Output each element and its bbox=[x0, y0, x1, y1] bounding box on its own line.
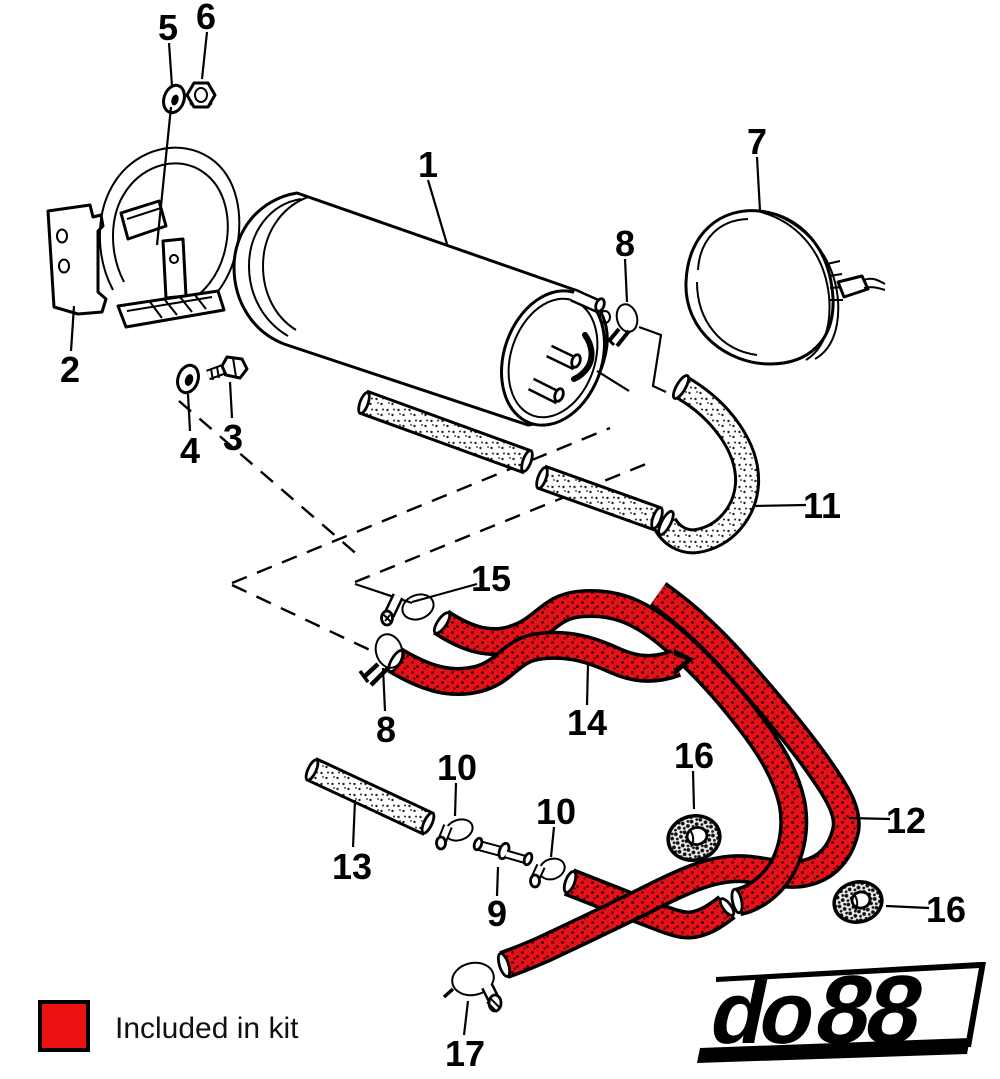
pipe-connector-9 bbox=[472, 836, 534, 867]
worm-clamp-10a bbox=[435, 818, 474, 851]
callout-4: 4 bbox=[180, 430, 200, 471]
callout-1: 1 bbox=[418, 144, 438, 185]
kit-legend-label: Included in kit bbox=[115, 1012, 299, 1045]
kit-hose-elbow bbox=[562, 868, 736, 940]
callout-13: 13 bbox=[332, 846, 372, 887]
callout-16a: 16 bbox=[674, 735, 714, 776]
cylinder-port-bottom bbox=[527, 377, 565, 405]
hose-13 bbox=[304, 757, 436, 836]
callout-17: 17 bbox=[445, 1033, 485, 1074]
worm-clamp-17 bbox=[442, 961, 503, 1013]
callout-15: 15 bbox=[471, 558, 511, 599]
callout-labels: 1 2 3 4 5 6 7 8 8 9 10 10 11 12 13 14 15… bbox=[60, 0, 966, 1074]
callout-7: 7 bbox=[747, 121, 767, 162]
callout-8b: 8 bbox=[376, 709, 396, 750]
logo-right-bar bbox=[965, 962, 986, 1047]
logo-text-do: do bbox=[702, 963, 822, 1062]
logo-top-bar bbox=[716, 962, 980, 982]
callout-3: 3 bbox=[223, 417, 243, 458]
callout-16b: 16 bbox=[926, 889, 966, 930]
end-cap bbox=[684, 209, 886, 366]
callout-11: 11 bbox=[803, 485, 841, 526]
hose-11 bbox=[653, 374, 761, 555]
callout-5: 5 bbox=[158, 7, 178, 48]
cylinder-port-middle bbox=[545, 344, 582, 371]
worm-clamp-15 bbox=[380, 593, 435, 627]
washer-5 bbox=[162, 83, 186, 115]
hose-straight-upper-2 bbox=[535, 464, 664, 532]
kit-hose-14-lower bbox=[387, 630, 694, 696]
callout-14: 14 bbox=[567, 702, 607, 743]
do88-logo: do 88 bbox=[697, 955, 986, 1064]
accumulator-cylinder bbox=[232, 191, 667, 427]
bolt-3 bbox=[206, 355, 249, 381]
washer-4 bbox=[176, 363, 200, 395]
mounting-bracket bbox=[46, 146, 241, 329]
kit-hose-14-upper bbox=[432, 588, 809, 917]
spring-clamp-8a bbox=[604, 303, 639, 348]
logo-text-88: 88 bbox=[807, 955, 931, 1064]
callout-6: 6 bbox=[196, 0, 216, 37]
callout-10b: 10 bbox=[536, 791, 576, 832]
logo-bottom-bar bbox=[697, 1038, 970, 1063]
spring-clamp-8b bbox=[358, 633, 404, 687]
kit-legend: Included in kit bbox=[38, 1000, 299, 1052]
worm-clamp-10b bbox=[529, 857, 566, 889]
grommet-16a bbox=[666, 814, 722, 862]
callout-9: 9 bbox=[487, 893, 507, 934]
callout-10a: 10 bbox=[437, 747, 477, 788]
cylinder-port-top bbox=[570, 288, 611, 324]
grommet-16b bbox=[832, 880, 884, 924]
callout-leaders bbox=[69, 31, 930, 1036]
kit-hose-12 bbox=[496, 582, 861, 979]
callout-2: 2 bbox=[60, 349, 80, 390]
kit-legend-swatch bbox=[38, 1000, 90, 1052]
hose-straight-upper bbox=[357, 389, 534, 475]
callout-12: 12 bbox=[886, 800, 926, 841]
nut-6 bbox=[185, 81, 217, 109]
callout-8a: 8 bbox=[615, 223, 635, 264]
